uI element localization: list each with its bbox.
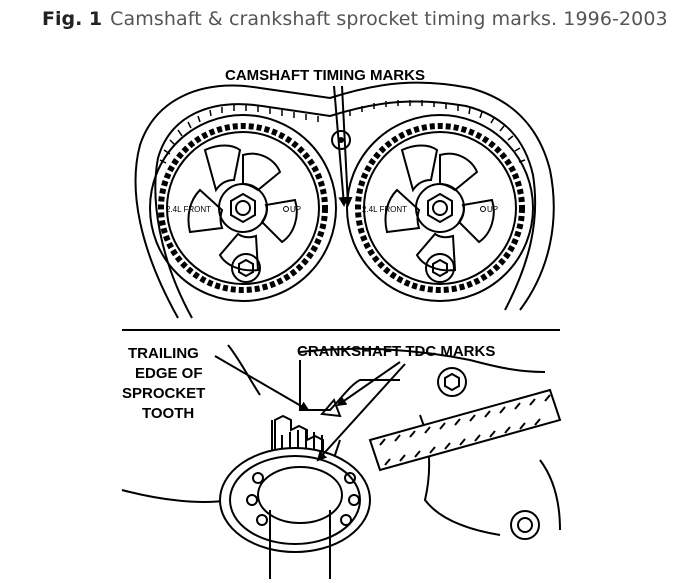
left-camshaft-sprocket bbox=[149, 114, 337, 302]
camshaft-timing-marks-label: CAMSHAFT TIMING MARKS bbox=[225, 67, 425, 84]
trailing-label-line4: TOOTH bbox=[142, 405, 194, 422]
center-stud bbox=[331, 130, 351, 150]
caption-text: Camshaft & crankshaft sprocket timing ma… bbox=[110, 8, 668, 30]
left-sprocket-front-text: 2.4L FRONT bbox=[166, 205, 211, 214]
trailing-label-line1: TRAILING bbox=[128, 345, 199, 362]
trailing-label-line2: EDGE OF bbox=[135, 365, 203, 382]
right-sprocket-up-mark-icon bbox=[480, 206, 486, 212]
figure-number: Fig. 1 bbox=[42, 8, 103, 30]
left-sprocket-up-mark-icon bbox=[283, 206, 289, 212]
right-sprocket-up-text: UP bbox=[487, 205, 498, 214]
camshaft-pointer-left bbox=[333, 85, 349, 207]
right-camshaft-sprocket bbox=[346, 114, 534, 302]
camshaft-pointer-right bbox=[341, 85, 353, 207]
crankshaft-tdc-marks-label: CRANKSHAFT TDC MARKS bbox=[297, 343, 495, 360]
figure-caption: Fig. 1 Camshaft & crankshaft sprocket tim… bbox=[42, 8, 668, 30]
left-sprocket-up-text: UP bbox=[290, 205, 301, 214]
trailing-edge-label: TRAILING EDGE OF SPROCKET TOOTH bbox=[122, 345, 205, 422]
trailing-label-line3: SPROCKET bbox=[122, 385, 205, 402]
crankshaft-pointer-upper bbox=[336, 361, 401, 407]
right-sprocket-front-text: 2.4L FRONT bbox=[362, 205, 407, 214]
crankshaft-region bbox=[121, 344, 562, 579]
crankshaft-pointer-lower bbox=[316, 363, 406, 462]
trailing-edge-pointer bbox=[214, 355, 310, 412]
